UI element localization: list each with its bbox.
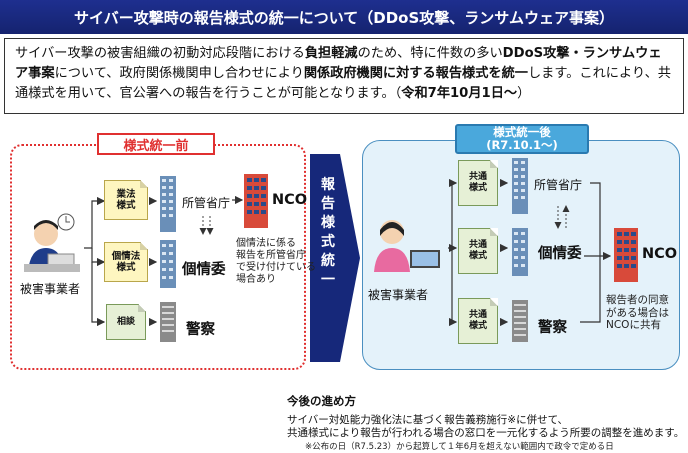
- footer-line: 共通様式により報告が行われる場合の窓口を一元化するよう所要の調整を進めます。: [287, 427, 685, 439]
- form-line2: 様式: [468, 183, 487, 193]
- after-badge: 様式統一後 (R7.10.1〜): [455, 124, 589, 154]
- before-form-gyoho: 業法 様式: [104, 180, 148, 220]
- form-line2: 様式: [468, 321, 487, 331]
- after-agency-ministry: 所管省庁: [534, 178, 583, 192]
- after-victim-label: 被害事業者: [368, 288, 429, 302]
- form-line1: 業法: [116, 189, 136, 200]
- ministry-building-icon: [160, 176, 176, 232]
- intro-p1: サイバー攻撃の被害組織の初動対応段階における: [15, 46, 305, 61]
- form-line1: 共通: [468, 310, 487, 320]
- note-line: で受け付けている: [236, 262, 316, 273]
- note-line: がある場合は: [606, 306, 669, 319]
- before-agency-ppc: 個情委: [182, 262, 226, 278]
- after-agency-police: 警察: [538, 320, 567, 336]
- arrow-char: 報: [321, 177, 335, 193]
- after-nco-label: NCO: [642, 246, 678, 262]
- after-badge-line2: (R7.10.1〜): [486, 138, 558, 152]
- intro-p4: します。これにより、共通様式を用いて、官公署への報告を行うことが可能となります。…: [15, 66, 671, 101]
- arrow-char: 一: [321, 272, 335, 288]
- police-building-icon: [160, 302, 176, 342]
- before-form-soudan: 相談: [106, 304, 146, 340]
- arrow-char: 式: [321, 234, 335, 250]
- form-line1: 共通: [468, 172, 487, 182]
- before-note: 個情法に係る 報告を所管省庁 で受け付けている 場合あり: [236, 238, 316, 286]
- ppc-building-icon: [512, 228, 528, 276]
- before-victim-label: 被害事業者: [20, 282, 81, 296]
- before-form-kojoho: 個情法 様式: [104, 242, 148, 282]
- arrow-char: 告: [321, 196, 335, 212]
- police-building-icon: [512, 300, 528, 342]
- before-nco-label: NCO: [272, 192, 308, 208]
- form-line1: 共通: [468, 240, 487, 250]
- footer-line: サイバー対処能力強化法に基づく報告義務施行※に併せて、: [287, 414, 569, 426]
- arrow-char: 統: [321, 253, 335, 269]
- note-line: NCOに共有: [606, 319, 661, 331]
- intro-b3: 関係政府機関に対する報告様式を統一: [303, 66, 528, 81]
- intro-p5: ）: [517, 86, 531, 101]
- before-agency-ministry: 所管省庁: [182, 196, 231, 210]
- note-line: 報告を所管省庁: [236, 250, 306, 261]
- nco-building-icon: [244, 174, 268, 228]
- unify-arrow: [310, 154, 360, 362]
- note-line: 個情法に係る: [236, 238, 296, 249]
- form-line2: 様式: [468, 251, 487, 261]
- before-agency-police: 警察: [186, 322, 215, 338]
- after-badge-line1: 様式統一後: [493, 125, 551, 139]
- ppc-building-icon: [160, 240, 176, 288]
- form-line2: 様式: [116, 200, 136, 211]
- page-title: サイバー攻撃時の報告様式の統一について（DDoS攻撃、ランサムウェア事案）: [0, 0, 688, 34]
- after-form-common: 共通 様式: [458, 228, 498, 274]
- ministry-building-icon: [512, 158, 528, 214]
- intro-p2: のため、特に件数の多い: [357, 46, 503, 61]
- footer-footnote: ※公布の日（R7.5.23）から起算して１年6月を超えない範囲内で政令で定める日: [305, 442, 614, 452]
- form-line1: 個情法: [111, 251, 141, 262]
- form-line1: 相談: [116, 316, 135, 327]
- note-line: 報告者の同意: [606, 294, 669, 306]
- victim-person-icon: [24, 213, 80, 272]
- intro-b4: 令和7年10月1日〜: [401, 86, 518, 101]
- after-note: 報告者の同意 がある場合は NCOに共有: [606, 294, 669, 332]
- intro-p3: について、政府関係機関申し合わせにより: [54, 66, 304, 81]
- after-agency-ppc: 個情委: [538, 246, 582, 262]
- intro-b1: 負担軽減: [304, 46, 358, 61]
- after-form-common: 共通 様式: [458, 298, 498, 344]
- footer-title: 今後の進め方: [287, 394, 356, 408]
- after-form-common: 共通 様式: [458, 160, 498, 206]
- nco-building-icon: [614, 228, 638, 282]
- intro-text: サイバー攻撃の被害組織の初動対応段階における負担軽減のため、特に件数の多いDDo…: [4, 38, 684, 114]
- before-badge: 様式統一前: [97, 133, 215, 155]
- footer-text: サイバー対処能力強化法に基づく報告義務施行※に併せて、 共通様式により報告が行わ…: [287, 414, 684, 440]
- unify-arrow-label: 報 告 様 式 統 一: [315, 176, 341, 290]
- note-line: 場合あり: [236, 274, 276, 285]
- intro-b2: DDoS攻撃・ランサムウェア事案: [15, 46, 662, 81]
- form-line2: 様式: [116, 262, 136, 273]
- victim-person-icon: [374, 220, 440, 272]
- arrow-char: 様: [321, 215, 335, 231]
